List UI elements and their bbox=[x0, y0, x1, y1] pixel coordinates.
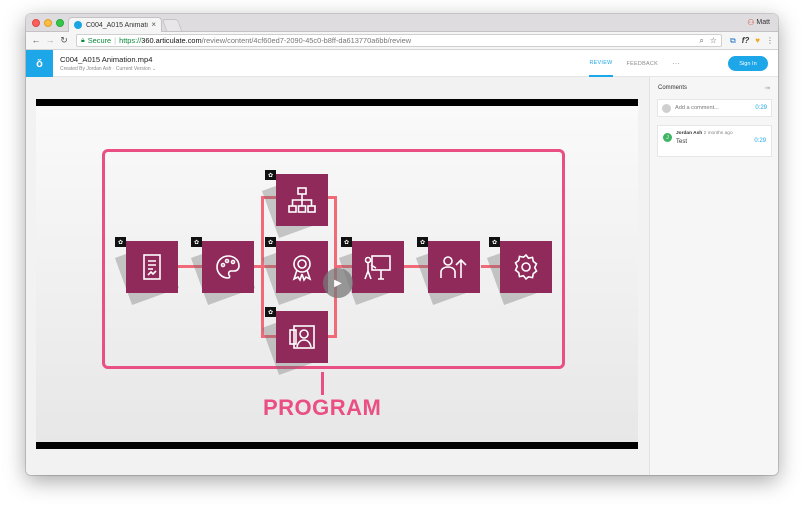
maximize-window-button[interactable] bbox=[56, 19, 64, 27]
growth-card bbox=[428, 241, 480, 293]
comment-item[interactable]: J Jordan Ash 2 months ago Test 0:29 bbox=[657, 125, 772, 157]
tab-review[interactable]: REVIEW bbox=[589, 50, 613, 77]
plant-badge-icon: ✿ bbox=[341, 237, 352, 247]
tab-strip: C004_A015 Animation.mp4 | ... × ⚇ Matt bbox=[26, 14, 778, 32]
award-card bbox=[276, 241, 328, 293]
url-scheme: https:// bbox=[119, 36, 142, 45]
connector-line bbox=[178, 265, 203, 268]
program-outline bbox=[102, 149, 565, 369]
plant-badge-icon: ✿ bbox=[191, 237, 202, 247]
comment-meta: Jordan Ash 2 months ago bbox=[676, 131, 733, 136]
plant-badge-icon: ✿ bbox=[265, 237, 276, 247]
palette-icon bbox=[216, 255, 240, 279]
comment-age: 2 months ago bbox=[703, 131, 733, 136]
browser-menu-icon[interactable]: ⋮ bbox=[766, 36, 774, 45]
connector-line bbox=[334, 265, 355, 268]
articulate-logo-icon[interactable]: ǒ bbox=[26, 50, 53, 77]
palette-card bbox=[202, 241, 254, 293]
plant-badge-icon: ✿ bbox=[265, 170, 276, 180]
branch-line-left bbox=[261, 196, 264, 336]
address-separator: | bbox=[114, 36, 117, 45]
new-tab-button[interactable] bbox=[161, 19, 183, 31]
comment-input[interactable] bbox=[675, 105, 756, 111]
sign-in-button[interactable]: Sign In bbox=[728, 56, 768, 71]
plant-badge-icon: ✿ bbox=[265, 307, 276, 317]
zoom-icon[interactable]: ⌕ bbox=[699, 35, 704, 45]
profile-card bbox=[276, 311, 328, 363]
plant-badge-icon: ✿ bbox=[489, 237, 500, 247]
video-frame: PROGRAM bbox=[36, 106, 638, 442]
close-window-button[interactable] bbox=[32, 19, 40, 27]
user-avatar-icon bbox=[662, 103, 671, 113]
screen-capture-extension-icon[interactable]: ⧉ bbox=[729, 35, 736, 45]
growth-arrow-icon bbox=[440, 256, 467, 278]
comment-time[interactable]: 0:29 bbox=[754, 138, 766, 144]
comments-heading: Comments bbox=[658, 85, 688, 91]
url-path: /review/content/4cf60ed7-2090-45c0-b8ff-… bbox=[201, 36, 412, 45]
connector-line bbox=[404, 265, 431, 268]
program-stem bbox=[321, 372, 324, 395]
browser-toolbar: ← → ↻ 🔒︎ Secure | https:// 360.articulat… bbox=[26, 32, 778, 50]
org-chart-icon bbox=[288, 187, 316, 213]
reload-icon[interactable]: ↻ bbox=[60, 35, 68, 45]
profile-icon: ⚇ bbox=[747, 18, 755, 27]
content-title: C004_A015 Animation.mp4 bbox=[60, 55, 153, 64]
browser-tab[interactable]: C004_A015 Animation.mp4 | ... × bbox=[68, 17, 162, 32]
header-nav: REVIEW FEEDBACK ··· bbox=[589, 50, 680, 77]
bookmark-star-icon[interactable]: ☆ bbox=[709, 35, 717, 45]
app-header: ǒ C004_A015 Animation.mp4 Created By Jor… bbox=[26, 50, 778, 77]
profile-picture-icon bbox=[289, 325, 315, 349]
video-player[interactable]: PROGRAM bbox=[36, 99, 638, 449]
address-bar[interactable]: 🔒︎ Secure | https:// 360.articulate.com … bbox=[76, 34, 722, 47]
content-info: C004_A015 Animation.mp4 Created By Jorda… bbox=[60, 55, 156, 72]
connector-line bbox=[319, 196, 337, 199]
connector-line bbox=[319, 335, 337, 338]
back-arrow-icon[interactable]: ← bbox=[31, 35, 41, 45]
settings-card bbox=[500, 241, 552, 293]
comment-composer[interactable]: 0:29 bbox=[657, 99, 772, 117]
url-host: 360.articulate.com bbox=[141, 36, 202, 45]
minimize-window-button[interactable] bbox=[44, 19, 52, 27]
plant-badge-icon: ✿ bbox=[115, 237, 126, 247]
collapse-panel-icon[interactable]: ⇥ bbox=[764, 85, 770, 92]
tab-title: C004_A015 Animation.mp4 | ... bbox=[86, 21, 148, 29]
content-subtitle[interactable]: Created By Jordan Ash · Current Version … bbox=[60, 66, 157, 72]
comment-timestamp[interactable]: 0:29 bbox=[755, 105, 767, 111]
connector-line bbox=[254, 265, 279, 268]
font-extension-icon[interactable]: f? bbox=[741, 36, 750, 45]
award-ribbon-icon bbox=[292, 255, 312, 282]
profile-button[interactable]: ⚇ Matt bbox=[747, 18, 770, 27]
gear-icon bbox=[514, 253, 538, 281]
presentation-card bbox=[352, 241, 404, 293]
connector-line bbox=[481, 265, 501, 268]
org-chart-card bbox=[276, 174, 328, 226]
plant-badge-icon: ✿ bbox=[417, 237, 428, 247]
play-button-icon[interactable]: ▶ bbox=[323, 268, 353, 298]
connector-line bbox=[261, 196, 279, 199]
lock-icon: 🔒︎ bbox=[81, 36, 85, 44]
document-card bbox=[126, 241, 178, 293]
document-icon bbox=[143, 254, 161, 280]
profile-name: Matt bbox=[756, 19, 770, 26]
comment-text: Test bbox=[676, 139, 688, 145]
comments-panel: Comments ⇥ 0:29 J Jordan Ash 2 months ag… bbox=[649, 77, 778, 475]
more-options-icon[interactable]: ··· bbox=[672, 59, 680, 68]
connector-line bbox=[261, 335, 279, 338]
comment-author: Jordan Ash bbox=[676, 131, 703, 136]
browser-window: C004_A015 Animation.mp4 | ... × ⚇ Matt ←… bbox=[26, 14, 778, 475]
articulate-favicon-icon bbox=[74, 21, 82, 29]
program-label: PROGRAM bbox=[263, 395, 382, 420]
secure-label: Secure bbox=[87, 36, 112, 45]
presentation-board-icon bbox=[364, 255, 391, 280]
extension-icon[interactable]: ♥ bbox=[755, 36, 760, 45]
forward-arrow-icon[interactable]: → bbox=[45, 35, 55, 45]
tab-feedback[interactable]: FEEDBACK bbox=[626, 60, 658, 67]
tab-close-icon[interactable]: × bbox=[151, 20, 156, 29]
commenter-avatar: J bbox=[663, 133, 672, 142]
video-stage: PROGRAM bbox=[26, 77, 649, 475]
